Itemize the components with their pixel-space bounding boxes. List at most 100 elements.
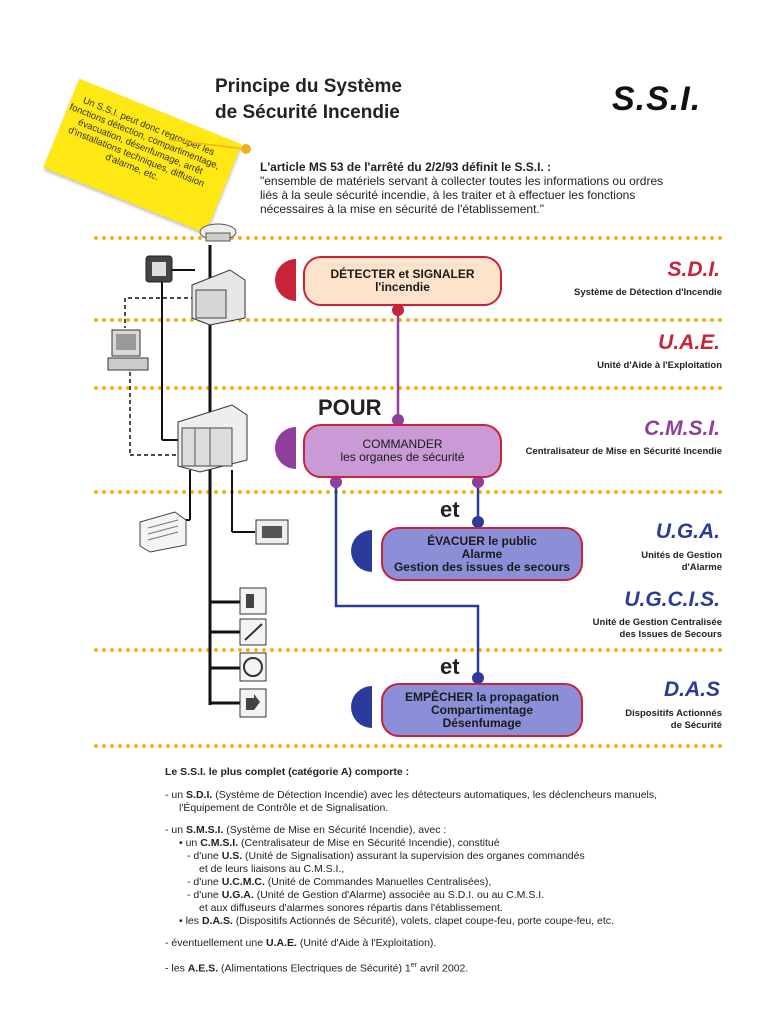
separator-dot <box>526 386 530 390</box>
separator-dot <box>150 236 154 240</box>
separator-dot <box>326 386 330 390</box>
separator-dot <box>654 490 658 494</box>
separator-dot <box>126 648 130 652</box>
separator-dot <box>230 744 234 748</box>
separator-dot <box>294 490 298 494</box>
list-item: - les A.E.S. (Alimentations Electriques … <box>165 962 469 975</box>
separator-dot <box>118 386 122 390</box>
separator-dot <box>342 744 346 748</box>
separator-dot <box>214 744 218 748</box>
separator-dot <box>118 744 122 748</box>
separator-dot <box>270 318 274 322</box>
separator-dot <box>166 318 170 322</box>
separator-dot <box>102 386 106 390</box>
separator-dot <box>686 236 690 240</box>
separator-dot <box>558 236 562 240</box>
separator-dot <box>166 744 170 748</box>
separator-dot <box>590 490 594 494</box>
separator-dot <box>254 744 258 748</box>
intro-reference: L'article MS 53 de l'arrêté du 2/2/93 dé… <box>260 160 552 174</box>
link-dot <box>472 516 484 528</box>
separator-dot <box>454 318 458 322</box>
separator-dot <box>414 744 418 748</box>
separator-dot <box>630 648 634 652</box>
separator-dot <box>654 744 658 748</box>
separator-dot <box>310 490 314 494</box>
separator-dot <box>582 236 586 240</box>
separator-dot <box>470 744 474 748</box>
separator-dot <box>718 648 722 652</box>
separator-dot <box>718 318 722 322</box>
separator-dot <box>414 318 418 322</box>
separator-dot <box>158 744 162 748</box>
separator-dot <box>302 386 306 390</box>
separator-dot <box>582 744 586 748</box>
separator-dot <box>374 490 378 494</box>
separator-dot <box>574 318 578 322</box>
separator-dot <box>598 236 602 240</box>
separator-dot <box>398 744 402 748</box>
separator-dot <box>318 236 322 240</box>
separator-dot <box>430 744 434 748</box>
separator-dot <box>710 744 714 748</box>
separator-dot <box>454 490 458 494</box>
separator-dot <box>694 318 698 322</box>
separator-dot <box>542 236 546 240</box>
separator-dot <box>278 648 282 652</box>
separator-dot <box>238 236 242 240</box>
separator-dot <box>94 648 98 652</box>
separator-dot <box>390 744 394 748</box>
separator-dot <box>158 648 162 652</box>
separator-dot <box>126 318 130 322</box>
command-box: COMMANDER les organes de sécurité <box>303 424 502 478</box>
separator-dot <box>462 386 466 390</box>
separator-dot <box>462 744 466 748</box>
separator-dot <box>470 648 474 652</box>
separator-dot <box>502 744 506 748</box>
separator-dot <box>486 236 490 240</box>
separator-dot <box>590 648 594 652</box>
separator-dot <box>262 648 266 652</box>
separator-dot <box>150 490 154 494</box>
separator-dot <box>150 648 154 652</box>
separator-dot <box>518 744 522 748</box>
separator-dot <box>702 648 706 652</box>
separator-dot <box>318 318 322 322</box>
separator-dot <box>702 744 706 748</box>
separator-dot <box>422 236 426 240</box>
separator-dot <box>366 648 370 652</box>
separator-dot <box>278 318 282 322</box>
separator-dot <box>270 744 274 748</box>
separator-dot <box>558 318 562 322</box>
separator-dot <box>310 386 314 390</box>
separator-dot <box>694 648 698 652</box>
separator-dot <box>478 386 482 390</box>
separator-dot <box>630 386 634 390</box>
separator-dot <box>102 490 106 494</box>
separator-dot <box>142 386 146 390</box>
separator-dot <box>470 236 474 240</box>
separator-dot <box>566 490 570 494</box>
separator-dot <box>606 236 610 240</box>
separator-dot <box>582 318 586 322</box>
separator-dot <box>646 318 650 322</box>
separator-dot <box>654 386 658 390</box>
separator-dot <box>526 490 530 494</box>
separator-dot <box>350 648 354 652</box>
separator-dot <box>390 490 394 494</box>
das-label: D.A.S <box>663 678 720 701</box>
separator-dot <box>222 490 226 494</box>
separator-dot <box>462 648 466 652</box>
separator-dot <box>638 744 642 748</box>
separator-dot <box>526 648 530 652</box>
separator-dot <box>318 744 322 748</box>
separator-dot <box>126 490 130 494</box>
separator-dot <box>510 648 514 652</box>
separator-dot <box>406 236 410 240</box>
separator-dot <box>366 236 370 240</box>
separator-dot <box>526 318 530 322</box>
separator-dot <box>302 318 306 322</box>
separator-dot <box>198 386 202 390</box>
separator-dot <box>366 744 370 748</box>
separator-dot <box>366 318 370 322</box>
